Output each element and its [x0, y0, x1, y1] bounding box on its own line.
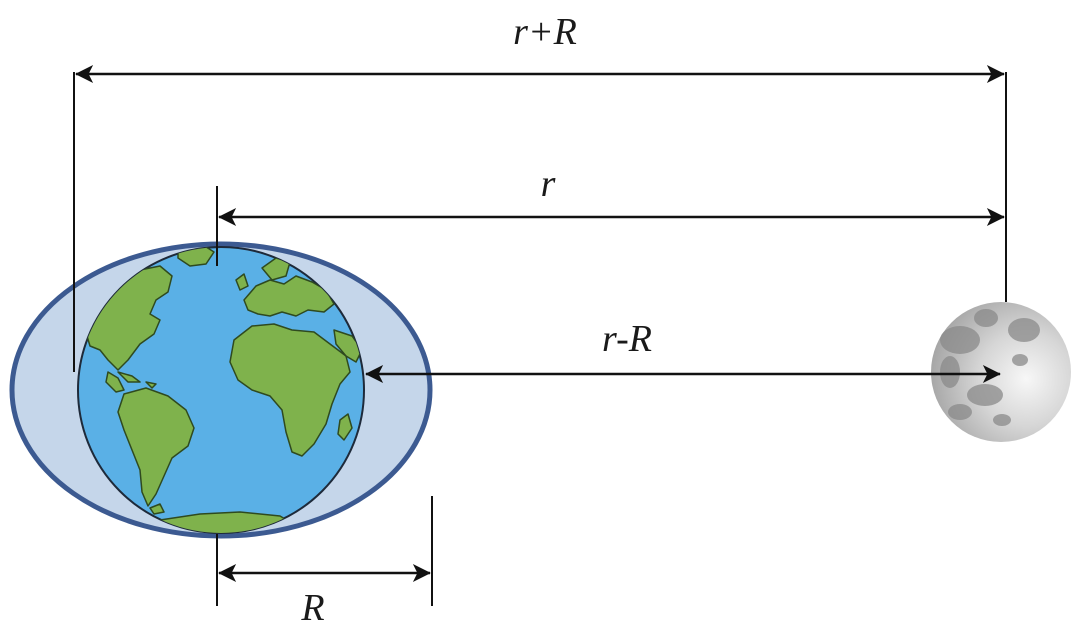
- earth-globe-icon: [77, 246, 365, 534]
- label-r-plus-R: r+R: [513, 11, 577, 53]
- label-R: R: [300, 587, 324, 623]
- moon-icon: [931, 302, 1071, 442]
- label-r-minus-R: r-R: [602, 318, 652, 360]
- label-r: r: [541, 163, 556, 205]
